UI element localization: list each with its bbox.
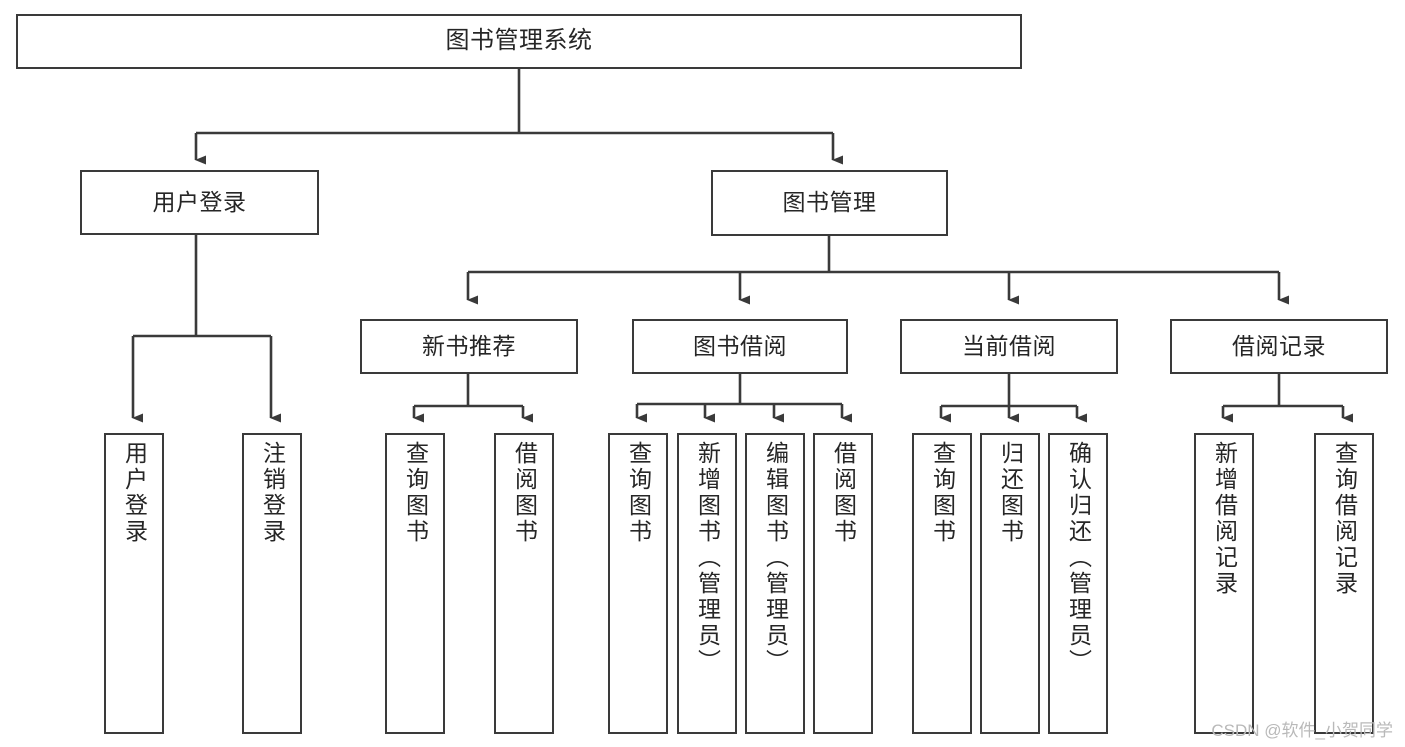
node-label: 查询借阅记录 (1331, 441, 1358, 597)
node-book-borrow[interactable]: 图书借阅 (632, 319, 848, 374)
node-label: 用户登录 (152, 188, 247, 215)
node-root-system[interactable]: 图书管理系统 (16, 14, 1022, 69)
node-user-login[interactable]: 用户登录 (80, 170, 319, 235)
node-leaf-return-book[interactable]: 归还图书 (980, 433, 1040, 734)
node-label: 注销登录 (259, 441, 286, 545)
node-leaf-borrow-book-recommend[interactable]: 借阅图书 (494, 433, 554, 734)
node-leaf-add-book[interactable]: 新增图书（管理员） (677, 433, 737, 734)
node-label: 新增借阅记录 (1211, 441, 1238, 597)
node-label: 归还图书 (997, 441, 1024, 545)
node-label: 借阅图书 (511, 441, 538, 545)
node-label: 图书借阅 (693, 332, 787, 359)
node-label: 新书推荐 (422, 332, 516, 359)
node-label: 编辑图书（管理员） (762, 441, 789, 675)
node-label: 借阅图书 (830, 441, 857, 545)
node-leaf-edit-book[interactable]: 编辑图书（管理员） (745, 433, 805, 734)
node-label: 图书管理 (782, 189, 877, 216)
csdn-watermark: CSDN @软件_小贺同学 (1211, 721, 1393, 740)
node-label: 新增图书（管理员） (694, 441, 721, 675)
node-leaf-query-book-recommend[interactable]: 查询图书 (385, 433, 445, 734)
node-label: 图书管理系统 (445, 27, 593, 55)
node-label: 查询图书 (402, 441, 429, 545)
node-label: 借阅记录 (1232, 332, 1326, 359)
node-leaf-query-book-current[interactable]: 查询图书 (912, 433, 972, 734)
node-borrow-record[interactable]: 借阅记录 (1170, 319, 1388, 374)
node-leaf-borrow-book[interactable]: 借阅图书 (813, 433, 873, 734)
node-leaf-query-borrow-record[interactable]: 查询借阅记录 (1314, 433, 1374, 734)
node-label: 查询图书 (625, 441, 652, 545)
node-leaf-query-book-borrow[interactable]: 查询图书 (608, 433, 668, 734)
node-leaf-add-borrow-record[interactable]: 新增借阅记录 (1194, 433, 1254, 734)
node-book-manage[interactable]: 图书管理 (711, 170, 948, 236)
node-new-book-recommend[interactable]: 新书推荐 (360, 319, 578, 374)
node-current-borrow[interactable]: 当前借阅 (900, 319, 1118, 374)
node-leaf-user-login[interactable]: 用户登录 (104, 433, 164, 734)
node-label: 查询图书 (929, 441, 956, 545)
node-label: 用户登录 (121, 441, 148, 545)
node-leaf-confirm-return[interactable]: 确认归还（管理员） (1048, 433, 1108, 734)
node-label: 确认归还（管理员） (1065, 441, 1092, 675)
node-leaf-user-logout[interactable]: 注销登录 (242, 433, 302, 734)
node-label: 当前借阅 (962, 332, 1056, 359)
